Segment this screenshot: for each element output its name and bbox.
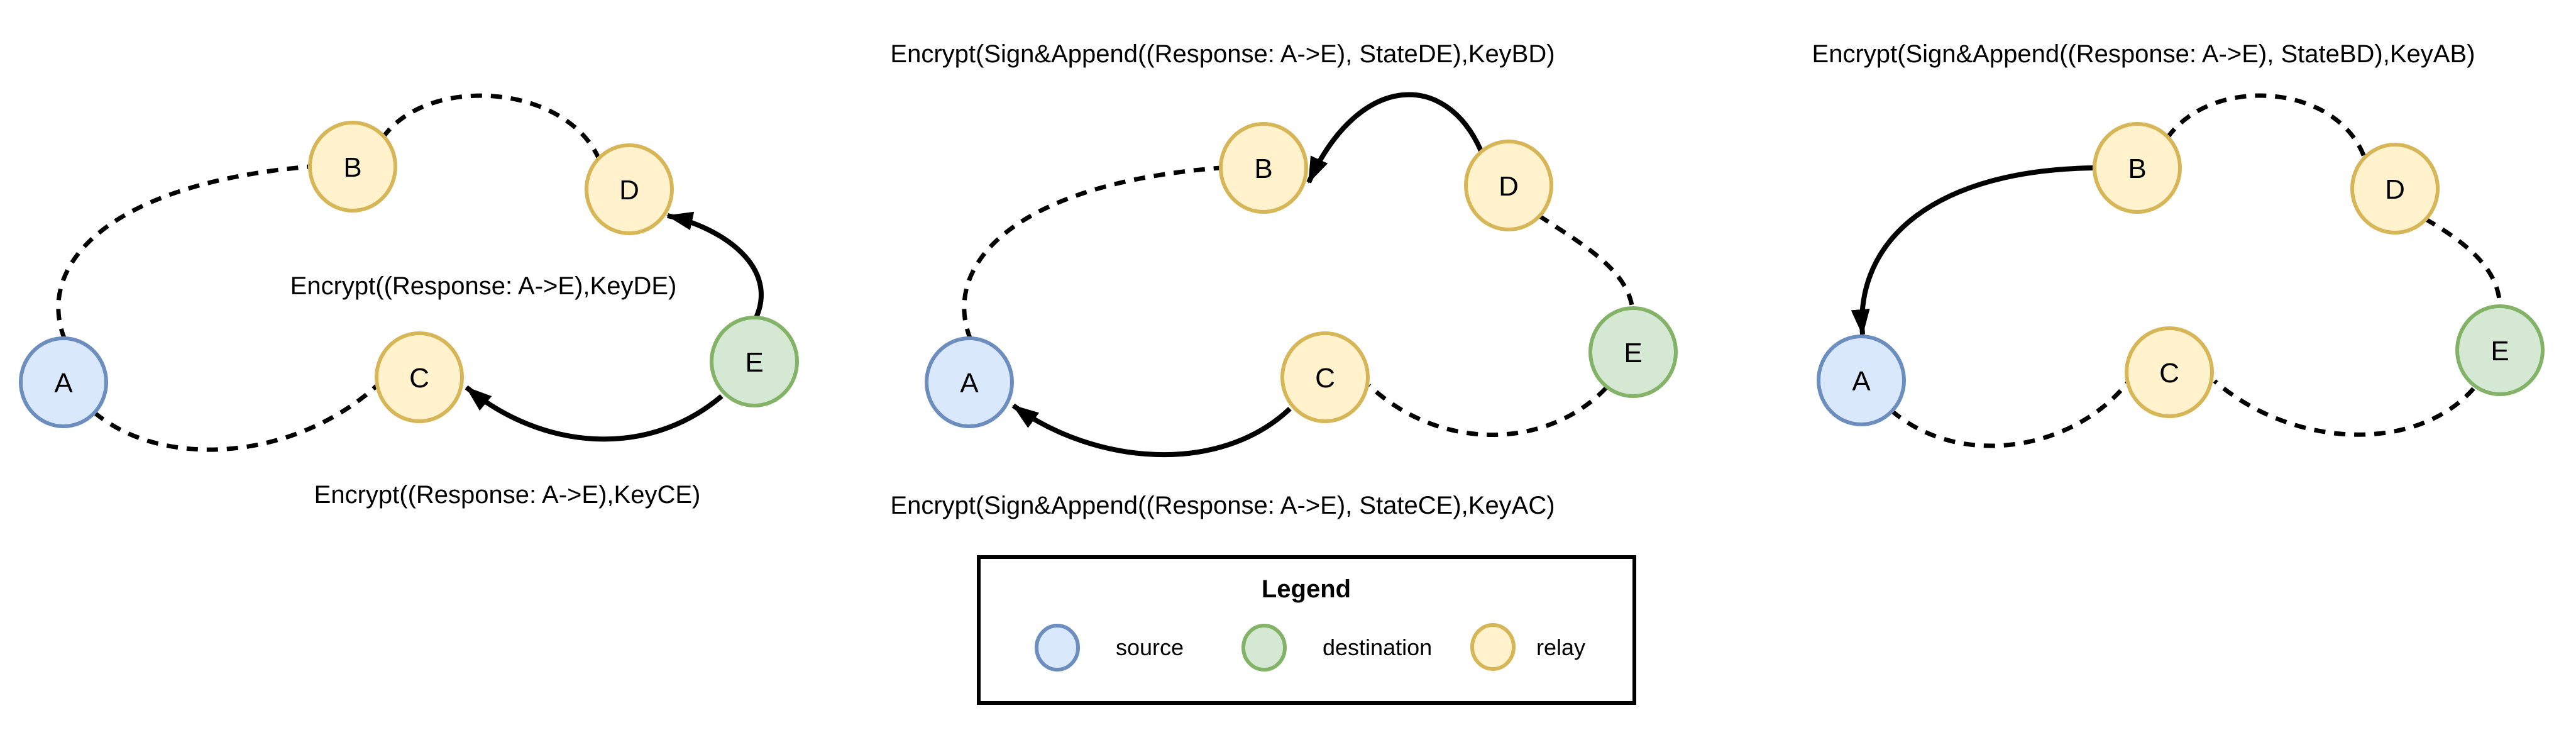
node-B-label: B: [1254, 153, 1272, 184]
edge-A-C: [1890, 380, 2130, 448]
node-E: E: [1588, 306, 1678, 398]
destination-swatch-icon: [1241, 624, 1287, 672]
edge-B-D: [2166, 93, 2367, 160]
node-A: A: [19, 336, 108, 428]
node-D: D: [585, 143, 674, 235]
edge-A-B: [56, 164, 311, 341]
node-C: C: [375, 331, 464, 423]
edge-E-C: [1367, 384, 1608, 437]
node-B: B: [308, 121, 397, 213]
legend-item-destination: destination: [1241, 624, 1432, 672]
edge-D-E: [2424, 216, 2502, 307]
node-C-label: C: [409, 363, 429, 394]
caption-top: Encrypt(Sign&Append((Response: A->E), St…: [1812, 40, 2475, 68]
edge-D-B-arrow: [1306, 92, 1483, 184]
node-D-label: D: [619, 175, 639, 206]
legend-item-label: relay: [1536, 634, 1585, 660]
edge-E-D-arrow: [666, 211, 764, 320]
node-A-label: A: [54, 368, 73, 399]
node-B-label: B: [343, 152, 361, 183]
node-D-label: D: [2385, 174, 2405, 205]
caption-bottom: Encrypt(Sign&Append((Response: A->E), St…: [890, 492, 1555, 519]
node-E-shape: [1588, 306, 1678, 398]
node-E-label: E: [1624, 338, 1642, 368]
diagram-2: Encrypt(Sign&Append((Response: A->E), St…: [890, 40, 1678, 519]
node-D-shape: [1464, 140, 1553, 231]
node-D-shape: [2350, 143, 2440, 235]
caption-top: Encrypt((Response: A->E),KeyDE): [290, 272, 677, 300]
node-D: D: [2350, 143, 2440, 235]
node-E-shape: [2455, 304, 2545, 396]
node-C-shape: [2125, 326, 2214, 418]
edge-A-B: [962, 165, 1221, 341]
edge-E-C-arrow: [465, 385, 724, 442]
node-D-shape: [585, 143, 674, 235]
node-E: E: [710, 316, 799, 407]
node-A: A: [925, 336, 1014, 428]
legend-item-label: destination: [1323, 634, 1432, 660]
node-A: A: [1817, 335, 1906, 426]
node-B-shape: [2093, 122, 2182, 214]
node-C: C: [1280, 331, 1370, 423]
node-A-label: A: [1852, 366, 1871, 397]
node-B-shape: [308, 121, 397, 213]
node-A-shape: [925, 336, 1014, 428]
node-E-label: E: [745, 347, 763, 378]
node-E: E: [2455, 304, 2545, 396]
legend-item-source: source: [1035, 624, 1184, 672]
legend-item-relay: relay: [1470, 623, 1585, 671]
node-B: B: [2093, 122, 2182, 214]
source-swatch-icon: [1035, 624, 1080, 672]
node-D-label: D: [1499, 171, 1519, 202]
node-E-shape: [710, 316, 799, 407]
node-C-shape: [1280, 331, 1370, 423]
node-B: B: [1219, 122, 1308, 214]
node-A-label: A: [960, 368, 979, 399]
edge-E-C: [2213, 379, 2475, 437]
caption-top: Encrypt(Sign&Append((Response: A->E), St…: [890, 40, 1555, 68]
node-C: C: [2125, 326, 2214, 418]
node-D: D: [1464, 140, 1553, 231]
legend: Legend source destination relay: [977, 555, 1636, 705]
legend-box: [977, 555, 1636, 705]
edge-C-A-arrow: [1011, 403, 1292, 458]
node-C-label: C: [2159, 358, 2179, 389]
node-A-shape: [1817, 335, 1906, 426]
node-B-shape: [1219, 122, 1308, 214]
legend-title: Legend: [1262, 575, 1351, 603]
edge-B-A-arrow: [1851, 165, 2095, 336]
diagram-1: Encrypt((Response: A->E),KeyDE) Encrypt(…: [19, 93, 799, 509]
node-E-label: E: [2491, 336, 2509, 367]
node-B-label: B: [2128, 153, 2146, 184]
caption-bottom: Encrypt((Response: A->E),KeyCE): [314, 481, 701, 509]
edge-D-E: [1538, 214, 1635, 310]
node-A-shape: [19, 336, 108, 428]
node-C-label: C: [1315, 363, 1335, 394]
legend-item-label: source: [1116, 634, 1184, 660]
relay-swatch-icon: [1470, 623, 1516, 671]
edge-A-C: [92, 383, 380, 452]
node-C-shape: [375, 331, 464, 423]
edge-B-D: [381, 93, 602, 160]
diagram-3: Encrypt(Sign&Append((Response: A->E), St…: [1812, 40, 2545, 448]
